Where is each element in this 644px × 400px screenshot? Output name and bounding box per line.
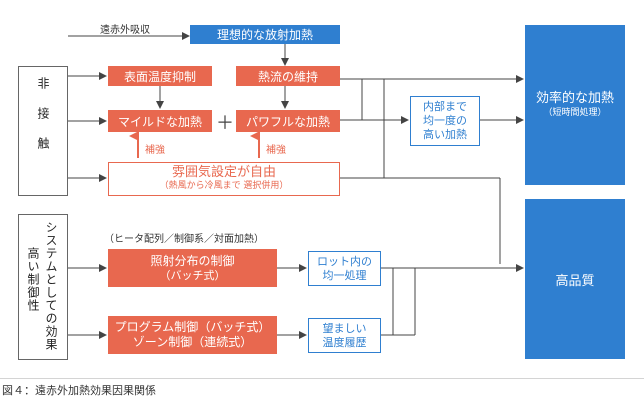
lot-uniform-box: ロット内の 均一処理 (308, 251, 381, 286)
uniform-heating-box: 内部まで 均一度の 高い加熱 (410, 96, 480, 146)
program-line1: プログラム制御（バッチ式） (114, 320, 271, 334)
powerful-heating-label: パワフルな加熱 (245, 114, 330, 129)
plus-sign: ＋ (216, 113, 234, 134)
reinforce-left-label: 補強 (145, 145, 165, 156)
efficient-title: 効率的な加熱 (535, 91, 614, 106)
mild-heating-label: マイルドな加熱 (117, 114, 202, 129)
atmosphere-title: 雰囲気設定が自由 (171, 165, 276, 180)
lot-line1: ロット内の (317, 254, 372, 268)
heat-flow-box: 熱流の維持 (236, 66, 340, 86)
efficient-sub: （短時間処理） (543, 108, 607, 118)
irradiation-line1: 照射分布の制御 (150, 253, 235, 268)
high-quality-label: 高品質 (555, 273, 595, 289)
non-contact-box: 非接触 (18, 66, 68, 196)
surface-temp-label: 表面温度抑制 (123, 69, 196, 84)
mild-heating-box: マイルドな加熱 (108, 110, 212, 132)
atmosphere-sub: （熱風から冷風まで 選択併用） (159, 181, 289, 191)
heater-note: （ヒータ配列／制御系／対面加熱） (104, 234, 264, 245)
program-line2: ゾーン制御（連続式） (132, 335, 253, 349)
system-effect-label: システムとしての効果 (44, 221, 58, 351)
uniform-line3: 高い加熱 (423, 128, 467, 141)
uniform-line2: 均一度の (423, 114, 467, 127)
ideal-radiant-box: 理想的な放射加熱 (190, 25, 340, 44)
desirable-line2: 温度履歴 (322, 335, 367, 349)
uniform-line1: 内部まで (423, 100, 467, 113)
efficient-heating-box: 効率的な加熱 （短時間処理） (525, 25, 625, 185)
high-quality-box: 高品質 (525, 199, 625, 359)
heat-flow-label: 熱流の維持 (257, 69, 318, 84)
irradiation-control-box: 照射分布の制御 （バッチ式） (108, 249, 277, 287)
powerful-heating-box: パワフルな加熱 (236, 110, 340, 132)
reinforce-right-label: 補強 (266, 145, 286, 156)
irradiation-line2: （バッチ式） (159, 268, 226, 282)
atmosphere-box: 雰囲気設定が自由 （熱風から冷風まで 選択併用） (108, 162, 340, 196)
surface-temp-box: 表面温度抑制 (108, 66, 212, 86)
ideal-radiant-label: 理想的な放射加熱 (216, 28, 313, 42)
lot-line2: 均一処理 (322, 268, 367, 282)
system-control-box: システムとしての効果 高い制御性 (18, 214, 68, 360)
desirable-line1: 望ましい (322, 321, 367, 335)
figure-caption: 図４：遠赤外加熱効果因果関係 (2, 384, 156, 397)
program-control-box: プログラム制御（バッチ式） ゾーン制御（連続式） (108, 316, 277, 354)
far-ir-absorption-label: 遠赤外吸収 (100, 25, 150, 36)
non-contact-label: 非接触 (36, 77, 50, 167)
desirable-temp-box: 望ましい 温度履歴 (308, 318, 381, 353)
high-controllability-label: 高い制御性 (26, 247, 40, 312)
